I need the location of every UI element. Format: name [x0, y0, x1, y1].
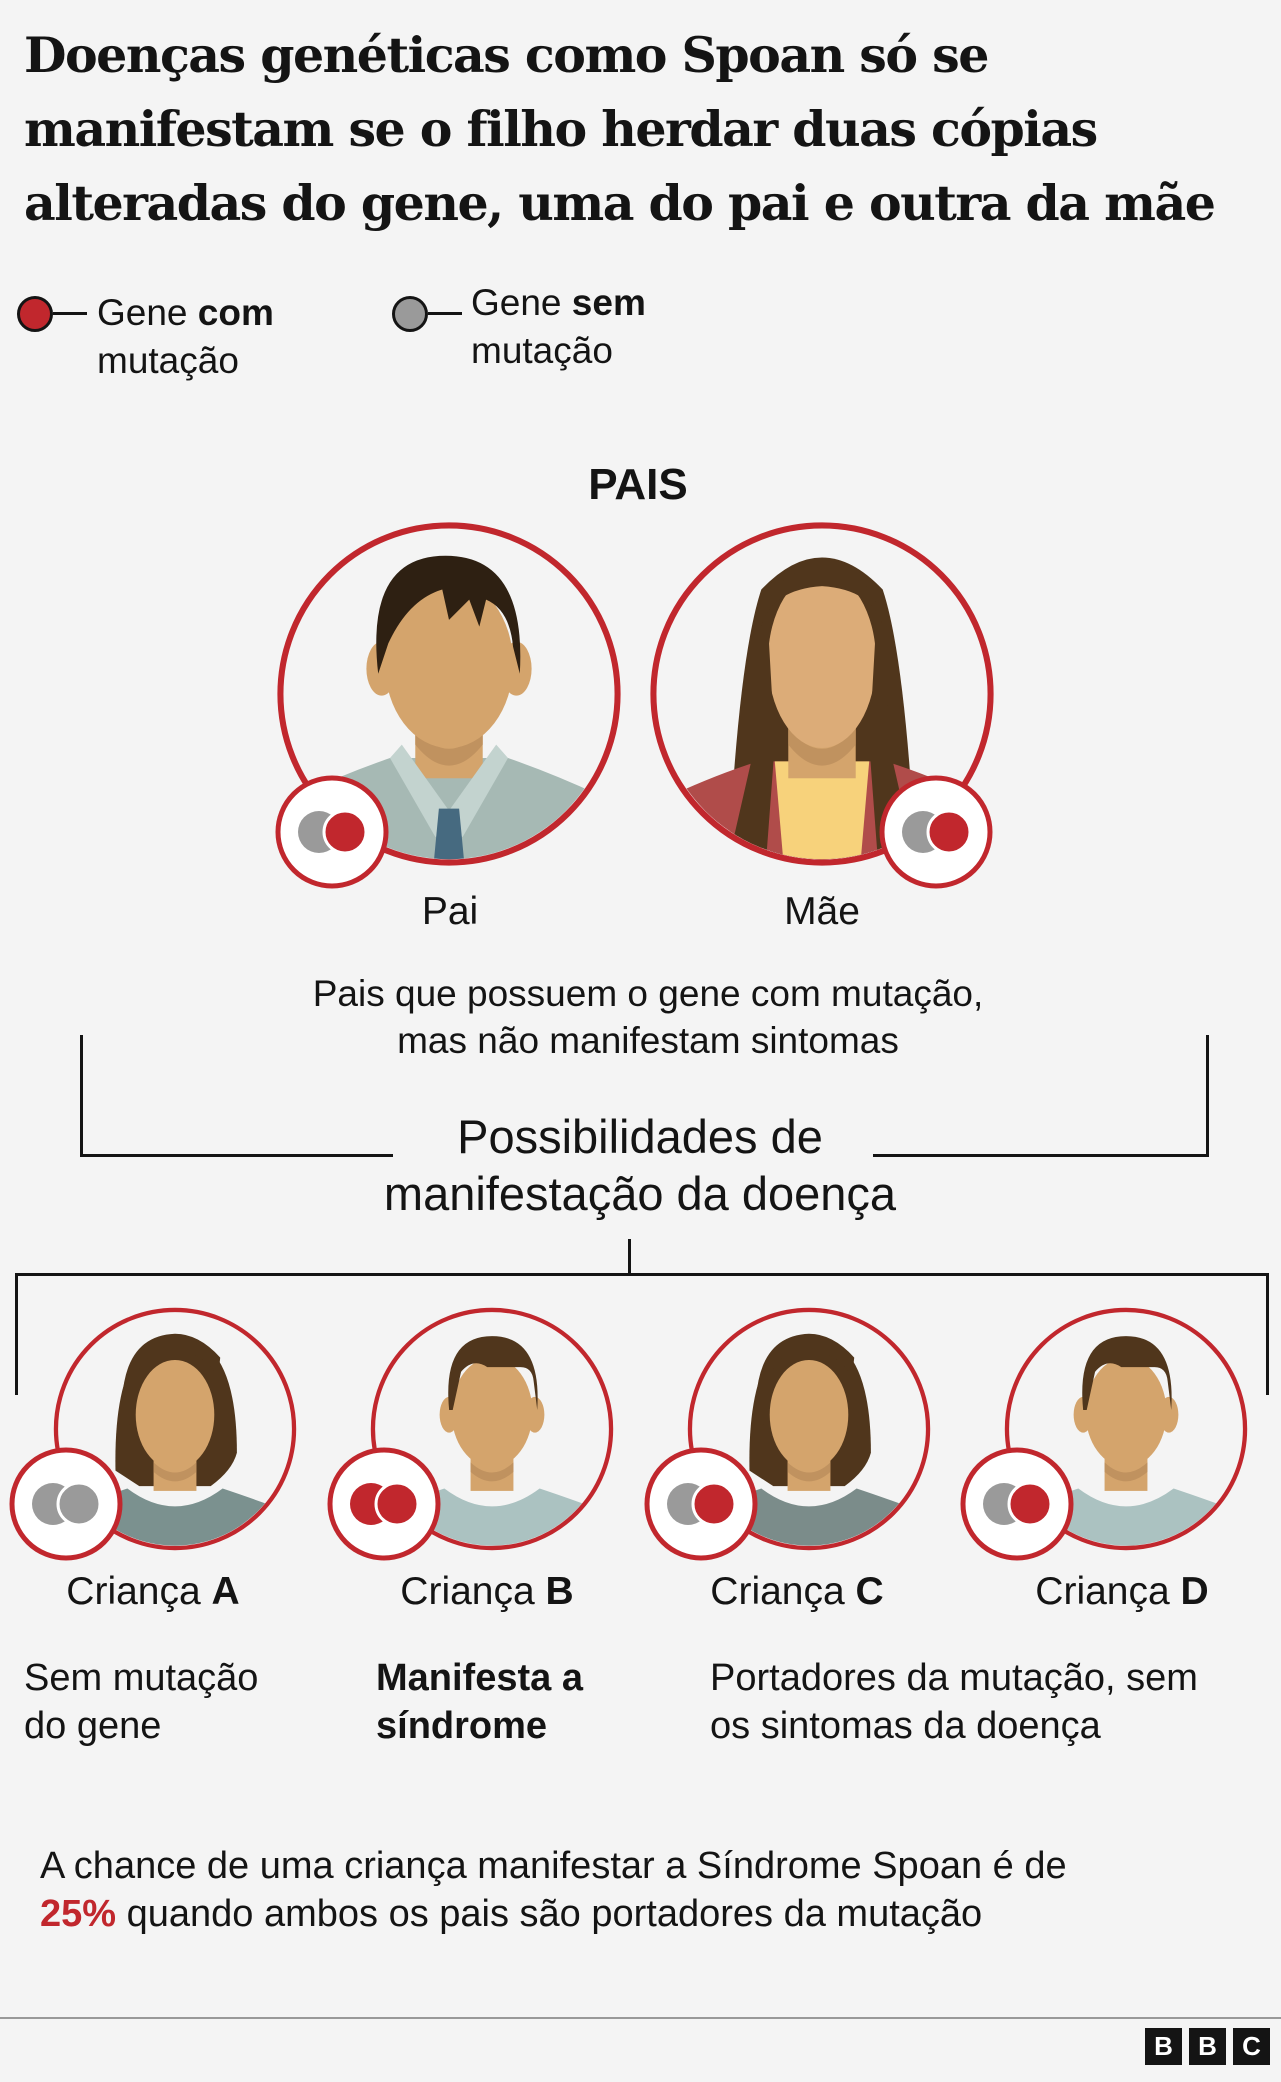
gene-mutated-icon	[691, 1481, 737, 1527]
avatar-ring	[277, 522, 621, 866]
child-d-genotype-badge	[958, 1445, 1076, 1563]
tree-line	[628, 1239, 631, 1274]
legend-connector	[428, 312, 462, 315]
tree-line	[1266, 1273, 1269, 1395]
legend-normal-label: Gene sem mutação	[471, 282, 646, 371]
child-c-genotype-badge	[642, 1445, 760, 1563]
mother-genotype-badge	[877, 773, 995, 891]
possibilities-heading: Possibilidades de manifestação da doença	[383, 1110, 897, 1220]
child-a-label: Criança A	[66, 1570, 240, 1613]
face	[1085, 1357, 1167, 1468]
parents-heading: PAIS	[588, 460, 688, 509]
child-d-label: Criança D	[1035, 1570, 1209, 1613]
gene-mutated-icon	[926, 809, 972, 855]
avatar-ring	[370, 1307, 614, 1551]
legend-mutated-label: Gene com mutação	[97, 292, 274, 381]
footer-divider	[0, 2017, 1281, 2019]
tree-line	[15, 1273, 1269, 1276]
avatar-ring	[1004, 1307, 1248, 1551]
child-b-label: Criança B	[400, 1570, 574, 1613]
face	[769, 1359, 849, 1470]
face	[768, 572, 876, 748]
probability-value: 25%	[40, 1893, 117, 1935]
hair	[1082, 1336, 1172, 1410]
gene-mutated-icon	[374, 1481, 420, 1527]
face	[135, 1359, 215, 1470]
father-label: Pai	[421, 890, 479, 933]
father-genotype-badge	[273, 773, 391, 891]
face	[451, 1357, 533, 1468]
child-b-genotype-badge	[325, 1445, 443, 1563]
bracket-line	[873, 1154, 1209, 1157]
parents-caption: Pais que possuem o gene com mutação, mas…	[312, 973, 984, 1061]
avatar-ring	[53, 1307, 297, 1551]
title-line: Doenças genéticas como Spoan só se	[24, 26, 989, 84]
avatar-ring	[687, 1307, 931, 1551]
hair	[448, 1336, 538, 1410]
probability-note: A chance de uma criança manifestar a Sín…	[40, 1845, 1067, 1935]
bracket-line	[80, 1035, 83, 1157]
hair	[376, 555, 521, 674]
mutated-gene-icon	[17, 296, 53, 332]
normal-gene-icon	[392, 296, 428, 332]
mother-label: Mãe	[784, 890, 860, 933]
avatar-ring	[650, 522, 994, 866]
child-c-label: Criança C	[710, 1570, 884, 1613]
title-line: manifestam se o filho herdar duas cópias	[24, 100, 1098, 158]
face	[384, 579, 514, 748]
gene-normal-icon	[56, 1481, 102, 1527]
bracket-line	[1206, 1035, 1209, 1157]
child-a-genotype-badge	[7, 1445, 125, 1563]
legend-connector	[53, 312, 87, 315]
tie-icon	[432, 808, 466, 860]
tree-line	[15, 1273, 18, 1395]
gene-mutated-icon	[322, 809, 368, 855]
gene-mutated-icon	[1007, 1481, 1053, 1527]
title-line: alteradas do gene, uma do pai e outra da…	[24, 174, 1216, 232]
bracket-line	[80, 1154, 393, 1157]
page-title: Doenças genéticas como Spoan só se manif…	[24, 18, 1216, 240]
